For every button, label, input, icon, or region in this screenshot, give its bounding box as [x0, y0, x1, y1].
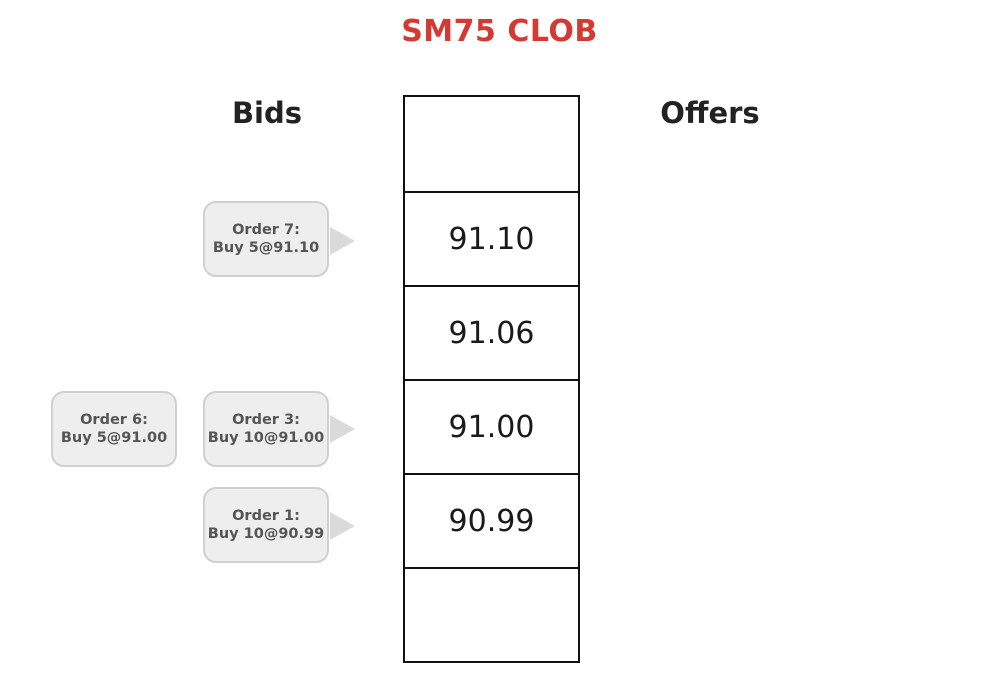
- order-id: Order 3:: [232, 412, 300, 428]
- price-level: 91.06: [405, 285, 578, 379]
- order-bubble-order-6: Order 6: Buy 5@91.00: [51, 391, 177, 467]
- offers-heading: Offers: [660, 96, 760, 130]
- price-level: [405, 97, 578, 191]
- price-ladder: 91.10 91.06 91.00 90.99: [403, 95, 580, 663]
- arrow-right-icon: [330, 227, 355, 255]
- order-detail: Buy 5@91.10: [212, 240, 320, 256]
- page-title: SM75 CLOB: [401, 14, 598, 49]
- price-level: 91.00: [405, 379, 578, 473]
- price-level: 91.10: [405, 191, 578, 285]
- order-id: Order 6:: [80, 412, 148, 428]
- order-bubble-order-7: Order 7: Buy 5@91.10: [203, 201, 329, 277]
- price-level: 90.99: [405, 473, 578, 567]
- bids-heading: Bids: [231, 96, 303, 130]
- order-detail: Buy 5@91.00: [60, 430, 168, 446]
- arrow-right-icon: [330, 415, 355, 443]
- order-bubble-order-1: Order 1: Buy 10@90.99: [203, 487, 329, 563]
- order-detail: Buy 10@90.99: [207, 526, 325, 542]
- order-bubble-order-3: Order 3: Buy 10@91.00: [203, 391, 329, 467]
- price-level: [405, 567, 578, 661]
- arrow-right-icon: [330, 512, 355, 540]
- order-id: Order 1:: [232, 508, 300, 524]
- order-detail: Buy 10@91.00: [207, 430, 325, 446]
- order-id: Order 7:: [232, 222, 300, 238]
